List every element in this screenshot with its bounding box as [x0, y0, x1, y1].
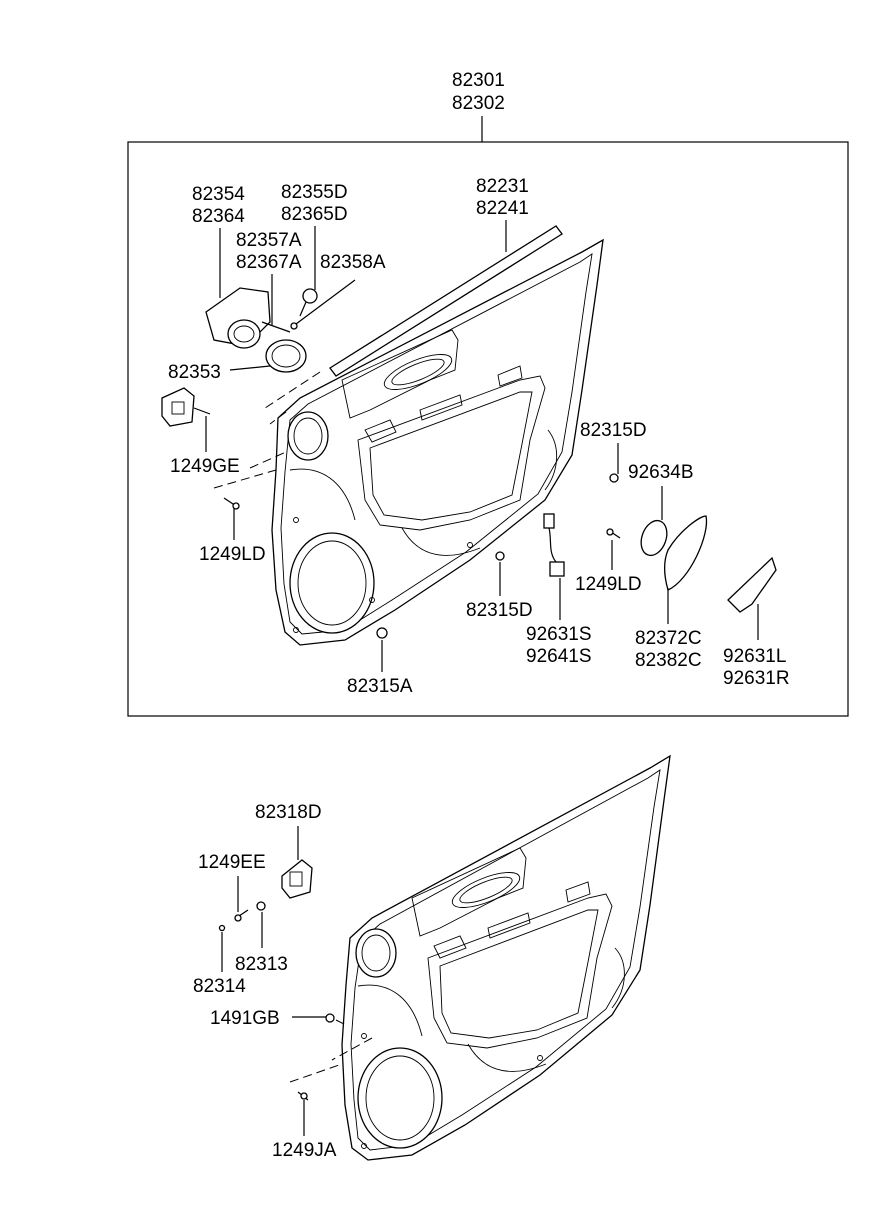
part-number: 82315D: [466, 600, 533, 621]
lamp-wiring-part: [543, 513, 565, 577]
callout-lamp-wiring: 92631S 92641S: [526, 578, 592, 667]
part-number: 82372C: [635, 628, 702, 649]
callout-weatherstrip: 82231 82241: [476, 176, 529, 252]
part-number: 82367A: [236, 252, 302, 273]
part-number: 92631R: [723, 668, 790, 689]
clip-bottom-part: [376, 627, 388, 639]
screw-bottom-part: [297, 1091, 309, 1101]
panel-screw-right-part: [606, 528, 621, 539]
bracket-screw-lower-part: [234, 909, 249, 922]
lamp-assy-part: [727, 556, 777, 613]
callout-clip-upper-right: 82315D: [580, 420, 647, 474]
assembly-label-line: 82302: [452, 93, 505, 114]
part-number: 82365D: [281, 204, 348, 225]
callout-lamp-assy: 92631L 92631R: [723, 604, 790, 689]
part-number: 82355D: [281, 182, 348, 203]
weatherstrip-part: [329, 225, 563, 377]
cap-part: [218, 924, 226, 932]
door-trim-panel-lower: [341, 754, 671, 1161]
handle-rod-part: [261, 321, 291, 333]
pull-bracket-part: [281, 859, 313, 899]
callout-lamp-lens: 92634B: [628, 462, 694, 520]
part-number: 82357A: [236, 230, 302, 251]
part-number: 82318D: [255, 802, 322, 823]
part-number: 1249LD: [199, 544, 266, 565]
part-number: 1249EE: [198, 852, 266, 873]
speaker-grille-part: [663, 515, 708, 591]
part-number: 82358A: [320, 252, 386, 273]
callout-handle-ring: 82353: [168, 362, 271, 383]
panel-screw-left-part: [223, 497, 240, 510]
part-number: 92634B: [628, 462, 694, 483]
bracket-part: [161, 387, 211, 427]
callout-panel-screw-left: 1249LD: [199, 508, 266, 565]
part-number: 82231: [476, 176, 529, 197]
part-number: 92631L: [723, 646, 786, 667]
door-trim-panel-upper: [271, 238, 604, 646]
callout-handle-clip: 82358A: [295, 252, 386, 325]
grommet-part: [256, 901, 266, 911]
part-number: 82315D: [580, 420, 647, 441]
callout-handle-cover: 82355D 82365D: [281, 182, 348, 290]
fastener-part: [325, 1013, 335, 1023]
clip-lower-mid-part: [495, 551, 505, 561]
handle-cover-part: [299, 288, 318, 317]
part-number: 1491GB: [210, 1008, 280, 1029]
part-number: 92641S: [526, 646, 592, 667]
part-number: 1249GE: [170, 456, 240, 477]
callout-panel-screw-right: 1249LD: [575, 540, 642, 595]
callout-handle-housing: 82354 82364: [192, 184, 245, 298]
callout-fastener: 1491GB: [210, 1008, 326, 1029]
part-number: 82313: [235, 954, 288, 975]
callout-handle-rod: 82357A 82367A: [236, 230, 302, 326]
lamp-lens-part: [640, 519, 668, 557]
callout-grommet: 82313: [235, 912, 288, 975]
part-number: 82354: [192, 184, 245, 205]
assembly-label: 82301 82302: [452, 70, 505, 114]
part-number: 82314: [193, 976, 246, 997]
callout-bracket-screw-lower: 1249EE: [198, 852, 266, 912]
callout-screw-bottom: 1249JA: [272, 1100, 337, 1161]
part-number: 82364: [192, 206, 245, 227]
handle-housing-part: [205, 287, 271, 349]
part-number: 92631S: [526, 624, 592, 645]
callout-cap: 82314: [193, 932, 246, 997]
assembly-frame: [127, 141, 849, 717]
part-number: 1249LD: [575, 574, 642, 595]
callout-clip-bottom: 82315A: [347, 640, 413, 697]
callout-bracket-screw: 1249GE: [170, 416, 240, 477]
part-number: 1249JA: [272, 1140, 337, 1161]
callout-pull-bracket: 82318D: [255, 802, 322, 860]
handle-ring-part: [265, 339, 307, 373]
callout-clip-lower-mid: 82315D: [466, 562, 533, 621]
part-number: 82353: [168, 362, 221, 383]
part-number: 82382C: [635, 650, 702, 671]
handle-clip-part: [290, 322, 298, 330]
clip-upper-right-part: [609, 473, 619, 483]
part-number: 82315A: [347, 676, 413, 697]
assembly-label-line: 82301: [452, 70, 505, 91]
callout-speaker-grille: 82372C 82382C: [635, 588, 702, 671]
part-number: 82241: [476, 198, 529, 219]
